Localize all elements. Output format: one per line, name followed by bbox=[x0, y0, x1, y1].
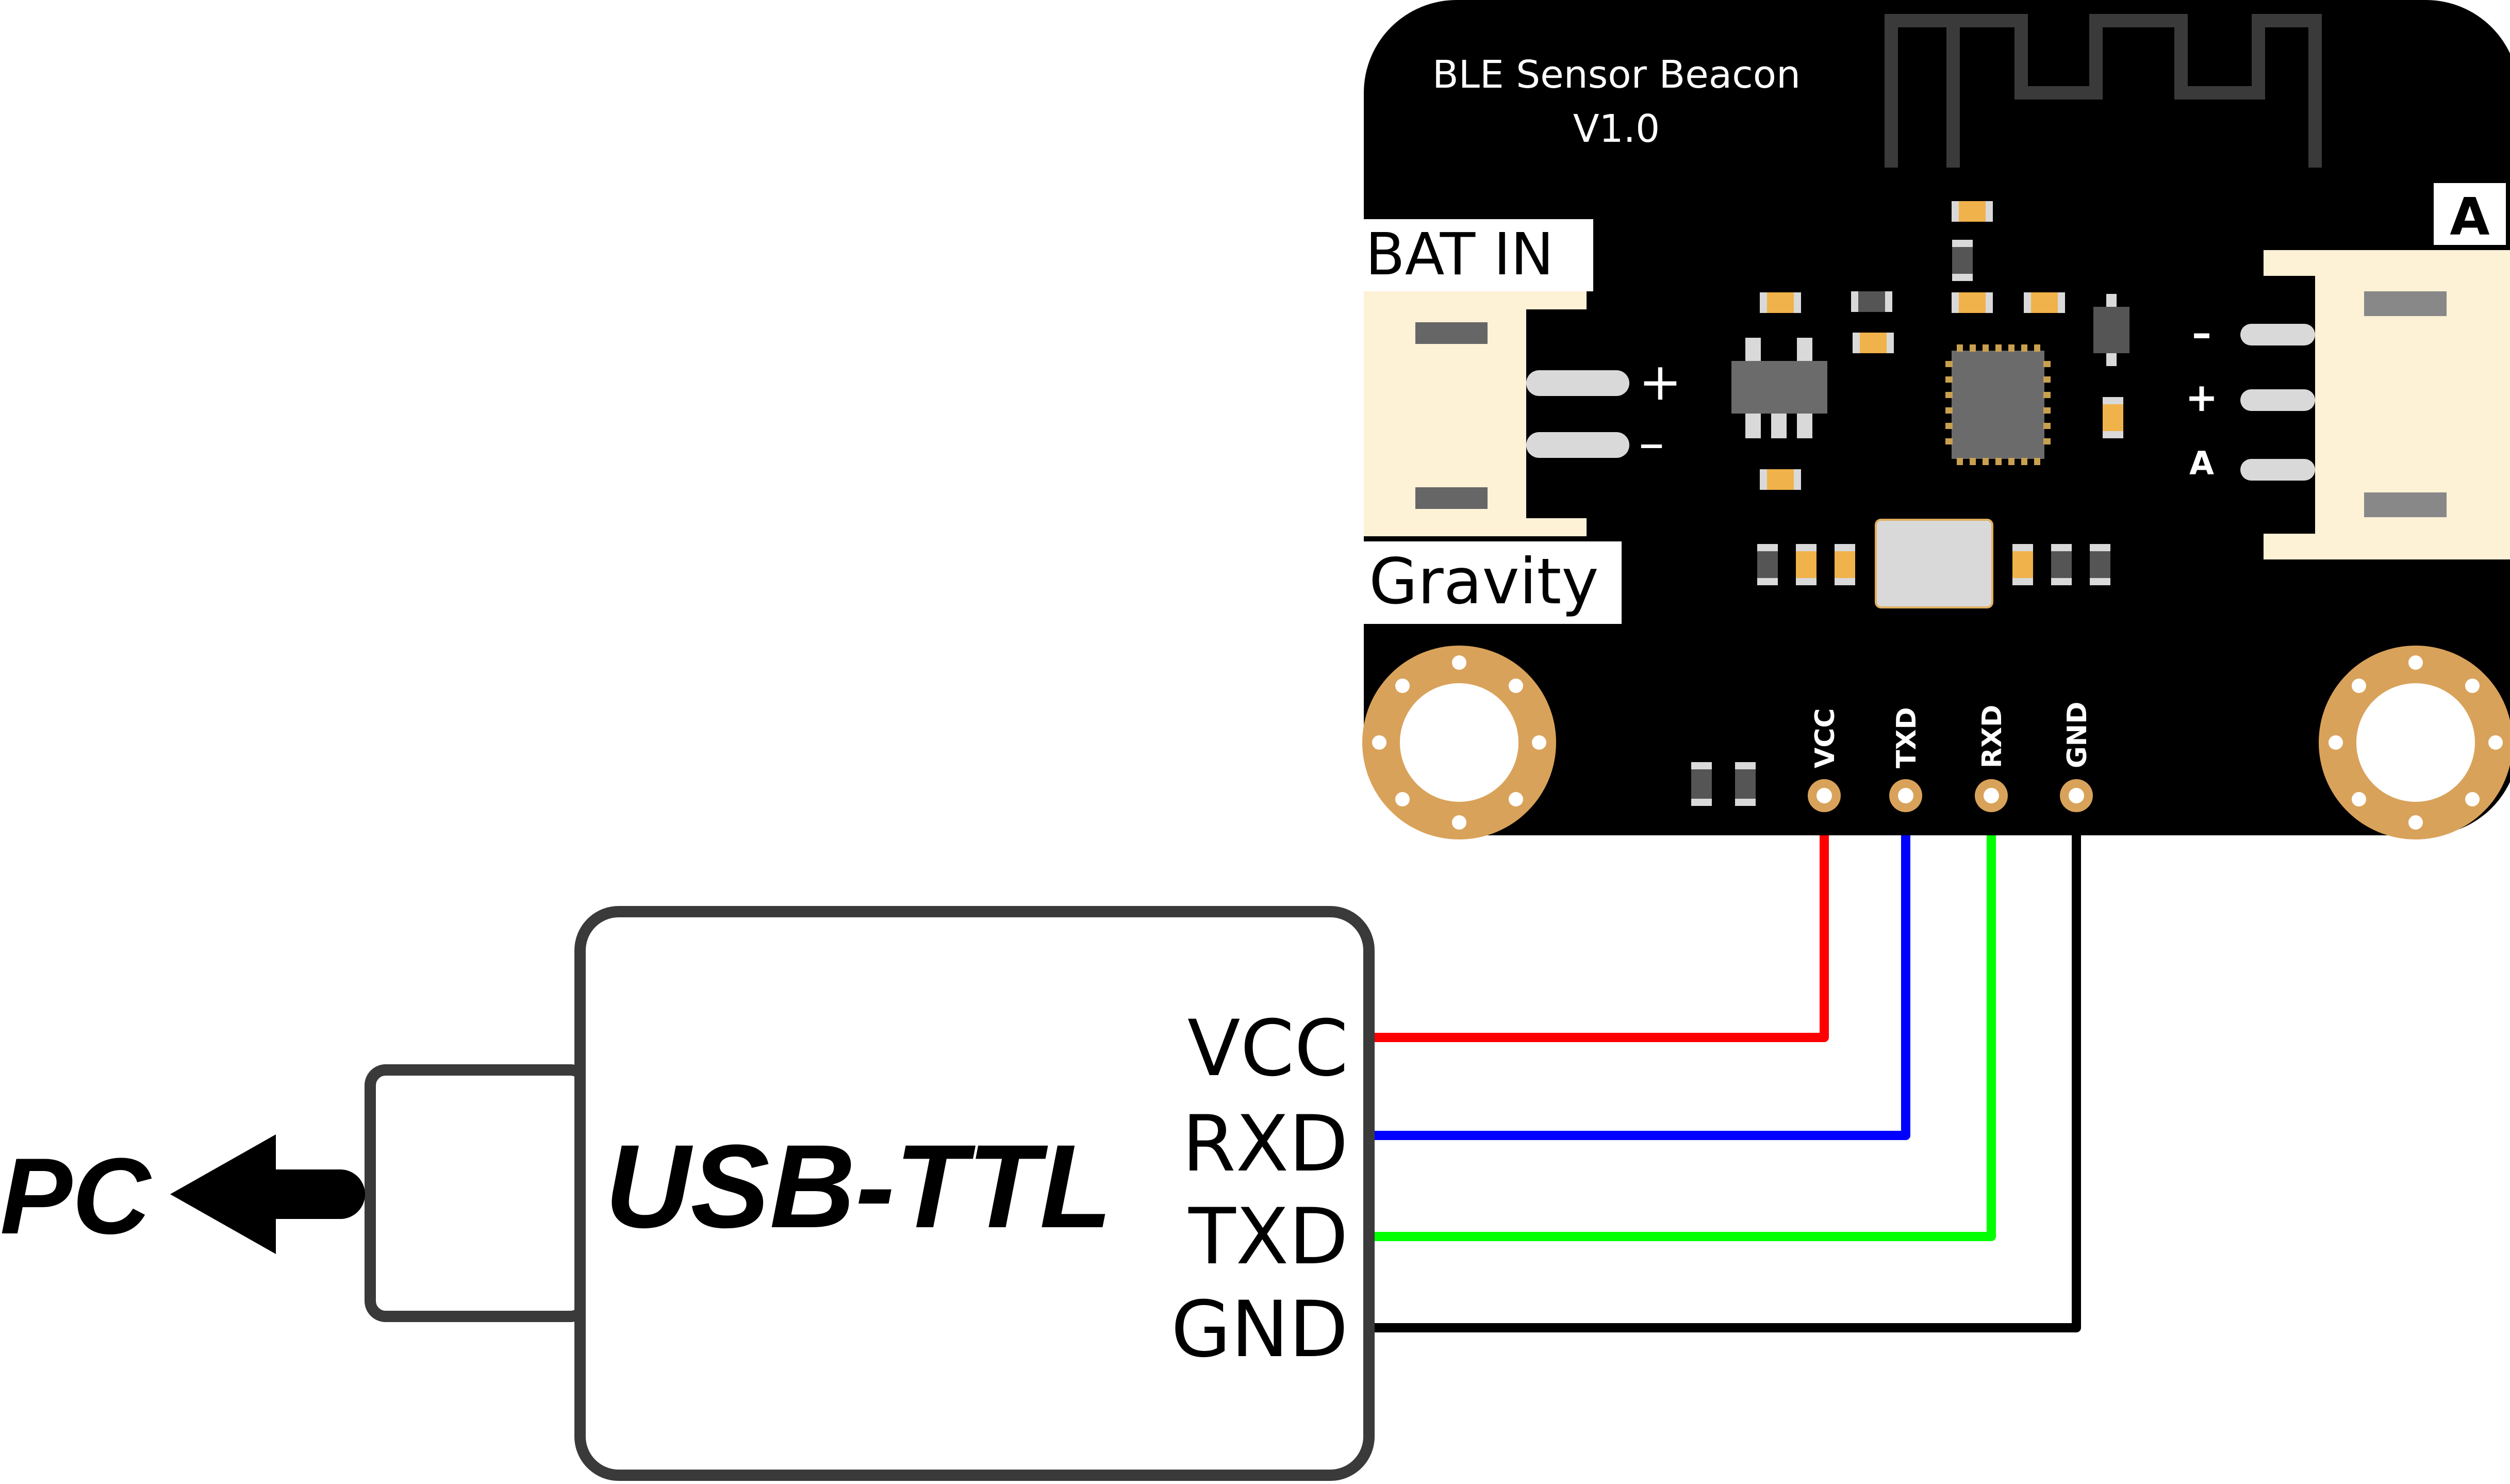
pc-arrow bbox=[170, 1134, 365, 1254]
port-a-pin-label: A bbox=[2189, 444, 2214, 482]
pin-gnd[interactable]: GND bbox=[2060, 702, 2093, 812]
ble-chip bbox=[1945, 344, 2051, 465]
wire-gnd bbox=[1373, 796, 2081, 1332]
port-a-latch-top bbox=[2364, 291, 2447, 316]
mounting-hole-left bbox=[1362, 646, 1556, 839]
pin-txd[interactable]: TXD bbox=[1889, 707, 1922, 812]
pin-label-txd: TXD bbox=[1891, 707, 1922, 768]
port-a-label: A bbox=[2450, 187, 2489, 247]
usb-ttl-body bbox=[574, 906, 1375, 1481]
bat-in-pin-plus bbox=[1526, 370, 1629, 396]
antenna-trace bbox=[1885, 14, 2322, 168]
board-title: BLE Sensor Beacon bbox=[1432, 53, 1801, 97]
usb-ttl-adapter: USB-TTL VCC RXD TXD GND bbox=[365, 906, 1375, 1481]
usb-ttl-label: USB-TTL bbox=[605, 1120, 1112, 1252]
usb-plug bbox=[365, 1064, 591, 1322]
bat-plus-sign: + bbox=[1639, 352, 1682, 412]
port-a-pin-plus bbox=[2240, 389, 2315, 411]
board-version: V1.0 bbox=[1573, 107, 1660, 151]
board-header-pins: VCC TXD RXD GND bbox=[1808, 702, 2093, 812]
usb-pin-vcc: VCC bbox=[1187, 1004, 1348, 1094]
smd-components bbox=[1691, 201, 2129, 806]
bat-in-latch-top bbox=[1415, 322, 1488, 344]
pin-label-vcc: VCC bbox=[1810, 708, 1841, 768]
bat-in-label-bg bbox=[1364, 219, 1593, 291]
usb-pin-txd: TXD bbox=[1188, 1192, 1348, 1282]
pc-label: PC bbox=[0, 1135, 152, 1257]
port-a-pin-a bbox=[2240, 459, 2315, 481]
ble-sensor-beacon-board: BLE Sensor Beacon V1.0 BAT IN + – Gravit… bbox=[1362, 0, 2510, 839]
bat-in-label: BAT IN bbox=[1365, 221, 1554, 288]
port-a-pin-minus bbox=[2240, 324, 2315, 345]
usb-pin-rxd: RXD bbox=[1182, 1099, 1349, 1189]
pin-label-gnd: GND bbox=[2062, 702, 2093, 768]
usb-pin-gnd: GND bbox=[1171, 1285, 1348, 1375]
bat-in-pin-minus bbox=[1526, 432, 1629, 458]
crystal bbox=[1875, 519, 1993, 608]
voltage-regulator bbox=[1731, 338, 1827, 438]
wires bbox=[1373, 796, 2081, 1332]
mounting-hole-right bbox=[2319, 646, 2510, 839]
pin-rxd[interactable]: RXD bbox=[1975, 705, 2008, 812]
board-pcb bbox=[1364, 0, 2510, 835]
bat-in-connector-notch bbox=[1526, 309, 1587, 518]
bat-in-latch-bottom bbox=[1415, 487, 1488, 509]
port-plus-sign: + bbox=[2185, 374, 2218, 420]
pin-vcc[interactable]: VCC bbox=[1808, 708, 1841, 812]
wire-vcc bbox=[1373, 796, 1829, 1042]
port-minus-sign: – bbox=[2192, 310, 2211, 356]
pin-label-rxd: RXD bbox=[1977, 705, 2008, 768]
port-a-latch-bottom bbox=[2364, 492, 2447, 517]
gravity-label: Gravity bbox=[1369, 545, 1599, 618]
wire-txd-to-rxd bbox=[1373, 796, 1996, 1241]
port-a-label-bg bbox=[2434, 183, 2506, 245]
gravity-label-bg bbox=[1364, 541, 1622, 624]
bat-minus-sign: – bbox=[1639, 413, 1664, 473]
wire-rxd-to-txd bbox=[1373, 796, 1910, 1140]
